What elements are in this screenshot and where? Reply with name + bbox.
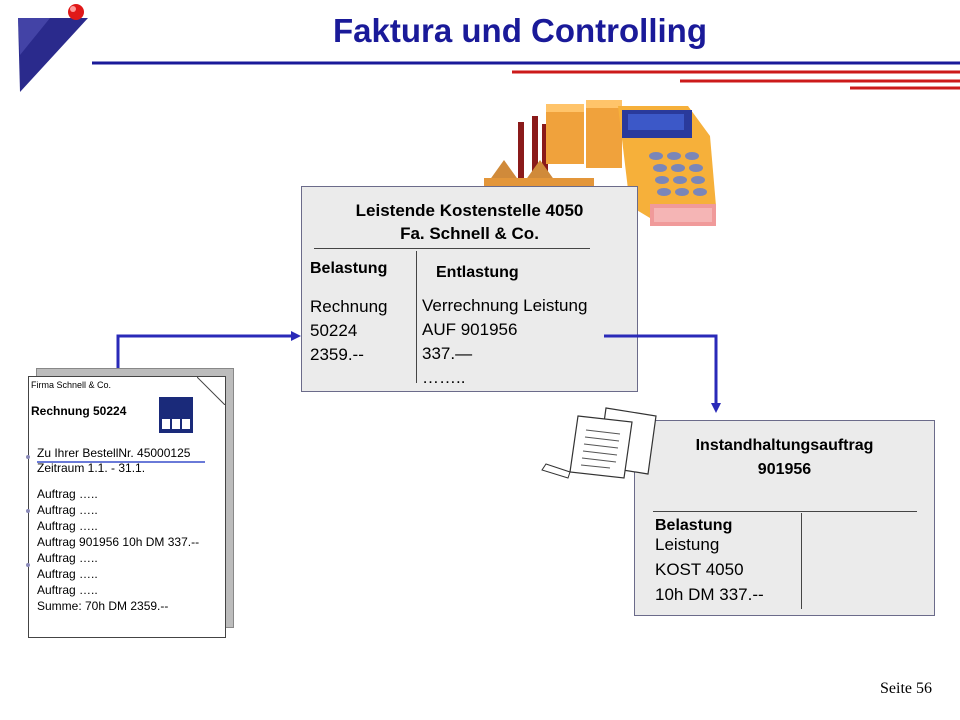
cost-center-debit-line: 2359.-- [310,345,364,364]
cost-center-debit-line: Rechnung [310,297,388,316]
invoice-line: Auftrag ….. [37,567,98,581]
order-panel: Instandhaltungsauftrag 901956 Belastung … [634,420,935,616]
cost-center-title-line2: Fa. Schnell & Co. [400,224,539,243]
cost-center-title-line1: Leistende Kostenstelle 4050 [355,201,584,220]
page-corner-icon [197,377,225,405]
arrow-cost-center-to-order-head [711,403,721,413]
invoice-line: Auftrag ….. [37,583,98,597]
order-line: Leistung [655,535,720,554]
cost-center-credit-line: Verrechnung Leistung [422,296,588,315]
page-number: Seite 56 [880,680,932,697]
logo [18,4,88,92]
order-title-line1: Instandhaltungsauftrag [695,437,874,454]
cost-center-debit-line: 50224 [310,321,358,340]
invoice-line: Auftrag ….. [37,519,98,533]
cost-center-credit-line: …….. [422,368,466,387]
invoice-title: Rechnung 50224 [31,404,127,418]
header-rule [92,61,960,90]
order-debit-label: Belastung [655,517,733,534]
invoice-line: Auftrag ….. [37,503,98,517]
arrow-invoice-to-cost-center [116,334,295,370]
invoice-line: Summe: 70h DM 2359.-- [37,599,169,613]
invoice-company: Firma Schnell & Co. [31,380,112,390]
cost-center-credit-line: 337.— [422,344,473,363]
bullet-dot [26,563,30,567]
cost-center-credit-line: AUF 901956 [422,320,518,339]
cost-center-credit-label: Entlastung [436,264,519,281]
cost-center-divider [314,248,590,249]
arrow-invoice-to-cost-center-head [291,331,301,341]
order-line: 10h DM 337.-- [655,585,764,604]
page-title: Faktura und Controlling [333,12,707,49]
order-vertical-divider [801,513,802,609]
order-line: KOST 4050 [655,560,744,579]
order-title-line2: 901956 [757,461,812,478]
invoice-ref-line: Zu Ihrer BestellNr. 45000125 [37,446,191,460]
cost-center-vertical-divider [416,251,417,383]
arrow-cost-center-to-order [604,334,718,404]
cost-center-panel: Leistende Kostenstelle 4050 Fa. Schnell … [301,186,638,392]
invoice-document: Firma Schnell & Co. Rechnung 50224 Zu Ih… [28,376,226,638]
bullet-dot [26,455,30,459]
bullet-dot [26,509,30,513]
invoice-period-line: Zeitraum 1.1. - 31.1. [37,461,146,475]
documents-icon [541,407,657,479]
invoice-line: Auftrag ….. [37,551,98,565]
cost-center-debit-label: Belastung [310,260,388,277]
invoice-ref-highlight [37,461,205,463]
invoice-line: Auftrag ….. [37,487,98,501]
order-divider [653,511,917,512]
invoice-logo-icon [159,397,193,433]
invoice-line: Auftrag 901956 10h DM 337.-- [37,535,200,549]
